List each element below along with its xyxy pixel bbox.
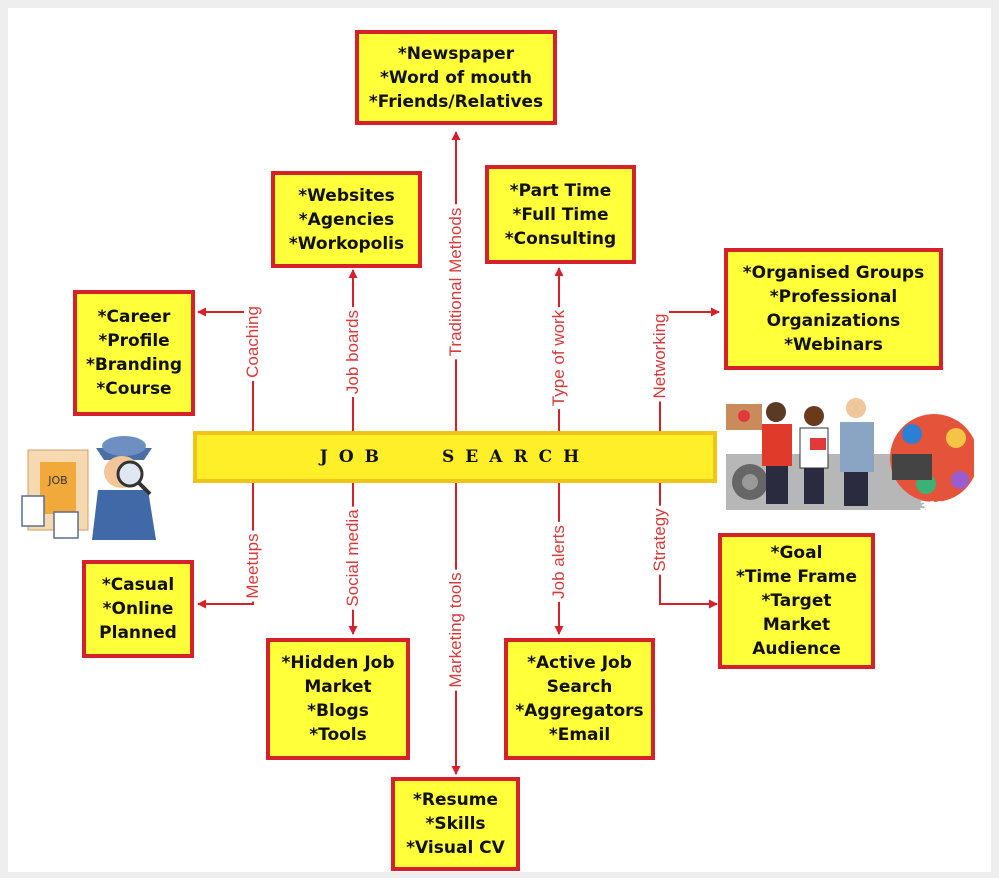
coaching-box: *Career *Profile *Branding *Course: [73, 290, 195, 416]
meetups-box: *Casual *Online Planned: [82, 560, 194, 658]
box-item: *Webinars: [784, 335, 883, 355]
box-item: *Branding: [85, 355, 183, 375]
team-illustration: 303: [726, 398, 974, 513]
box-item: *Aggregators: [515, 701, 644, 721]
meetups-label: Meetups: [243, 530, 262, 602]
box-item: *Target: [761, 591, 832, 611]
box-item: *Word of mouth: [380, 67, 532, 88]
type-of-work-box: *Part Time *Full Time *Consulting: [485, 165, 636, 264]
job-boards-label: Job boards: [343, 306, 362, 398]
box-item: Audience: [752, 639, 841, 659]
detective-sign-text: JOB: [47, 474, 67, 487]
box-item: Organizations: [766, 311, 901, 331]
social-media-box: *Hidden Job Market *Blogs *Tools: [266, 638, 410, 760]
box-item: *Skills: [425, 814, 486, 834]
box-item: *Hidden Job: [281, 653, 395, 673]
box-item: *Active Job: [527, 653, 632, 673]
networking-label: Networking: [650, 310, 669, 402]
box-item: Market: [762, 615, 831, 635]
box-item: Market: [304, 677, 372, 697]
box-item: *Course: [96, 379, 172, 399]
center-word-search: SEARCH: [442, 447, 591, 467]
box-item: *Email: [548, 725, 611, 745]
traditional-methods-label: Traditional Methods: [446, 204, 465, 360]
box-item: *Agencies: [298, 209, 395, 230]
coaching-label: Coaching: [243, 303, 262, 381]
box-item: *Casual: [101, 575, 175, 595]
box-item: *Organised Groups: [742, 263, 925, 283]
box-item: Planned: [99, 623, 177, 643]
box-item: *Visual CV: [406, 838, 505, 858]
center-word-job: JOB: [319, 447, 391, 467]
job-search-center-bar: JOB SEARCH: [193, 431, 717, 483]
traditional-methods-box: *Newspaper *Word of mouth *Friends/Relat…: [355, 30, 557, 125]
box-item: *Profile: [98, 331, 170, 351]
crowd-sign-text: 303: [919, 499, 944, 513]
social-media-label: Social media: [343, 506, 362, 610]
job-alerts-label: Job alerts: [549, 522, 568, 602]
box-item: *Online: [102, 599, 174, 619]
box-item: *Tools: [309, 725, 367, 745]
type-of-work-label: Type of work: [549, 306, 568, 410]
box-item: *Consulting: [504, 228, 617, 249]
box-item: *Blogs: [307, 701, 369, 721]
box-item: *Friends/Relatives: [368, 91, 544, 112]
job-alerts-box: *Active Job Search *Aggregators *Email: [504, 638, 655, 760]
strategy-label: Strategy: [650, 505, 669, 575]
networking-box: *Organised Groups *Professional Organiza…: [724, 248, 943, 370]
marketing-tools-label: Marketing tools: [446, 569, 465, 691]
box-item: *Time Frame: [735, 567, 858, 587]
box-item: *Goal: [770, 543, 823, 563]
box-item: *Websites: [298, 185, 395, 206]
box-item: *Resume: [413, 790, 498, 810]
box-item: *Workopolis: [288, 233, 405, 254]
box-item: *Professional: [769, 287, 898, 307]
job-boards-box: *Websites *Agencies *Workopolis: [271, 171, 422, 268]
box-item: *Career: [97, 307, 171, 327]
detective-illustration: JOB: [21, 436, 156, 540]
meetups-connector: [197, 483, 254, 609]
strategy-box: *Goal *Time Frame *Target Market Audienc…: [718, 533, 875, 669]
box-item: *Part Time: [509, 180, 612, 201]
marketing-tools-box: *Resume *Skills *Visual CV: [391, 777, 520, 871]
box-item: *Newspaper: [397, 43, 515, 64]
box-item: Search: [546, 677, 613, 697]
box-item: *Full Time: [512, 204, 609, 225]
